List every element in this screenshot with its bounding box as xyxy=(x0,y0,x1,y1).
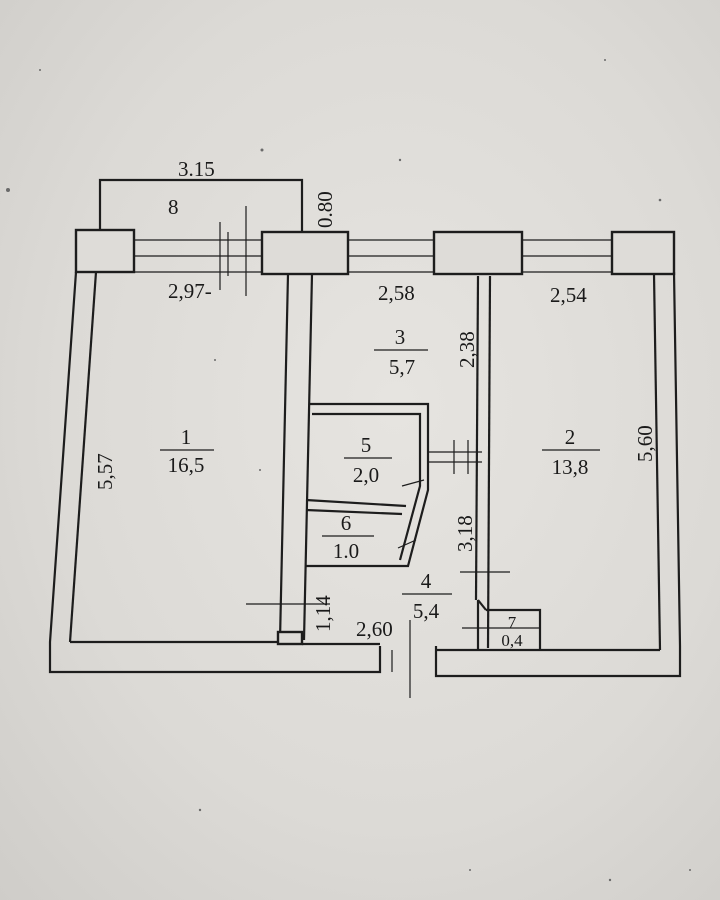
room-labels: 1 16,5 2 13,8 3 5,7 4 5,4 5 2,0 6 1.0 7 … xyxy=(160,325,600,650)
room-4-number: 4 xyxy=(421,569,432,593)
dim-room2-width: 2,54 xyxy=(550,283,587,307)
dim-corridor-length: 3,18 xyxy=(453,515,477,552)
dim-balcony-width: 3.15 xyxy=(178,157,215,181)
room-2-area: 13,8 xyxy=(552,455,589,479)
dim-hall-width: 2,60 xyxy=(356,617,393,641)
exterior-walls xyxy=(48,271,682,698)
pier-4 xyxy=(610,230,676,276)
dim-entry-depth: 1,14 xyxy=(311,595,335,632)
room-3-number: 3 xyxy=(395,325,406,349)
room-1-number: 1 xyxy=(181,425,192,449)
room-5-area: 2,0 xyxy=(353,463,379,487)
room-6-number: 6 xyxy=(341,511,352,535)
room-5-number: 5 xyxy=(361,433,372,457)
room-2-number: 2 xyxy=(565,425,576,449)
dim-room3-width: 2,58 xyxy=(378,281,415,305)
north-wall xyxy=(74,206,676,296)
balcony xyxy=(98,178,304,232)
pier-1 xyxy=(74,228,136,274)
room-7-number: 7 xyxy=(508,613,517,632)
room-6-area: 1.0 xyxy=(333,539,359,563)
dim-balcony-depth: 0.80 xyxy=(313,191,337,228)
room-4-area: 5,4 xyxy=(413,599,440,623)
dim-room3-length: 2,38 xyxy=(455,331,479,368)
dim-room1-length: 5,57 xyxy=(93,453,117,490)
pier-3 xyxy=(432,230,524,276)
interior-walls xyxy=(246,273,542,650)
partition-end xyxy=(276,630,304,646)
room-3-area: 5,7 xyxy=(389,355,415,379)
room-1-area: 16,5 xyxy=(168,453,205,477)
paper-specks xyxy=(6,59,691,882)
pier-2 xyxy=(260,230,350,276)
dim-room2-length: 5,60 xyxy=(633,425,657,462)
dimension-labels: 3.15 0.80 2,97- 2,58 2,54 5,57 5,60 2,38… xyxy=(93,157,657,641)
dim-room1-width: 2,97- xyxy=(168,279,212,303)
balcony-label: 8 xyxy=(168,195,179,219)
room-7-area: 0,4 xyxy=(501,631,523,650)
balcony-number: 8 xyxy=(168,195,179,219)
